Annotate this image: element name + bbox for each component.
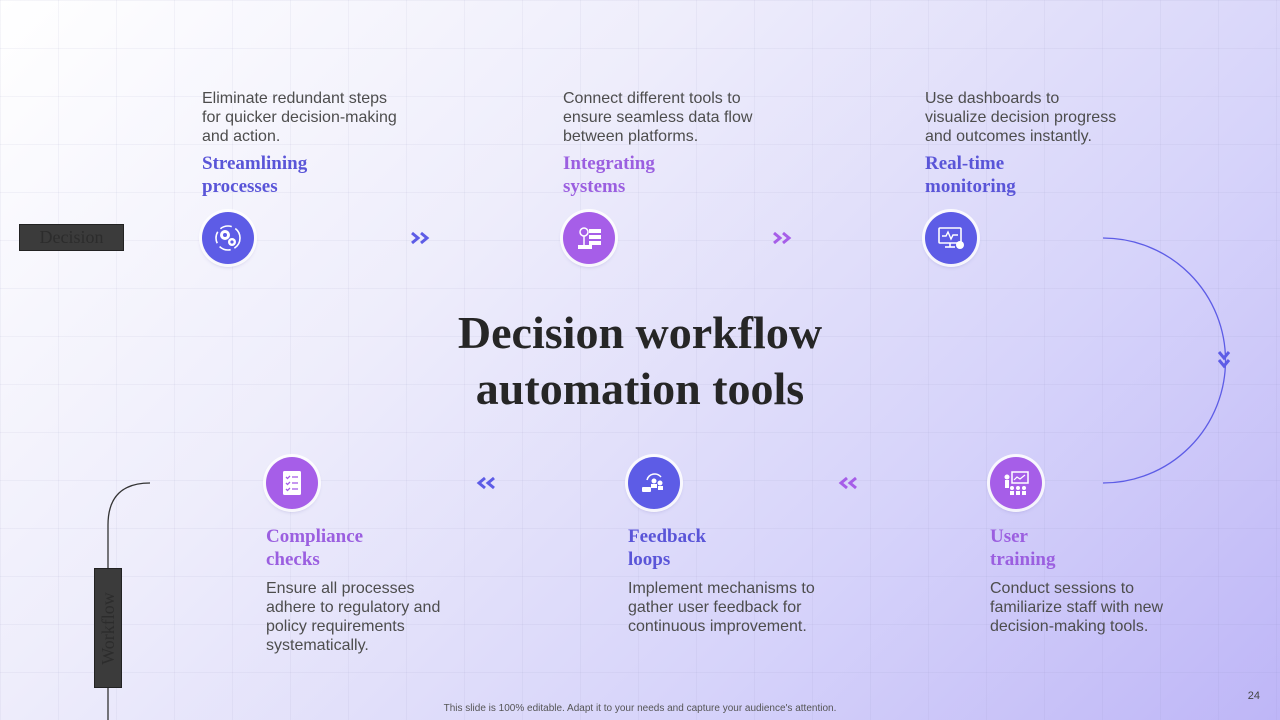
step-description: Connect different tools to ensure seamle… (563, 90, 753, 145)
monitor-dashboard-icon (938, 227, 964, 249)
step-description: Ensure all processes adhere to regulator… (266, 580, 441, 654)
gears-icon (215, 225, 241, 251)
chevron-down-icon (1217, 351, 1231, 369)
step-heading: Compliance checks (266, 526, 364, 570)
step-description: Conduct sessions to familiarize staff wi… (990, 580, 1164, 635)
training-presentation-icon (1004, 471, 1029, 495)
workflow-label: Workflow (94, 568, 122, 688)
checklist-icon (283, 471, 301, 495)
step-description: Implement mechanisms to gather user feed… (628, 580, 815, 635)
step-heading: Real-time monitoring (925, 153, 1016, 197)
left-curve-path (107, 482, 151, 720)
step-node (266, 457, 318, 509)
chevron-right-icon (773, 231, 792, 245)
decision-label: Decision (19, 224, 124, 251)
step-description: Use dashboards to visualize decision pro… (925, 90, 1117, 145)
step-node (990, 457, 1042, 509)
chevron-right-icon (411, 231, 430, 245)
step-node (202, 212, 254, 264)
step-heading: User training (990, 526, 1056, 570)
workflow-label-text: Workflow (97, 591, 118, 665)
server-network-icon (578, 227, 601, 249)
step-heading: Integrating systems (563, 153, 655, 197)
step-node (563, 212, 615, 264)
feedback-users-icon (642, 473, 663, 492)
footer-note: This slide is 100% editable. Adapt it to… (443, 703, 837, 714)
slide-title: Decision workflow automation tools (457, 307, 823, 414)
chevron-left-icon (476, 476, 495, 490)
step-heading: Streamlining processes (202, 153, 308, 197)
step-heading: Feedback loops (628, 526, 707, 570)
right-arc-path (1102, 237, 1227, 484)
step-description: Eliminate redundant steps for quicker de… (202, 90, 397, 145)
step-node (925, 212, 977, 264)
page-number: 24 (1247, 690, 1260, 702)
step-node (628, 457, 680, 509)
chevron-left-icon (838, 476, 857, 490)
